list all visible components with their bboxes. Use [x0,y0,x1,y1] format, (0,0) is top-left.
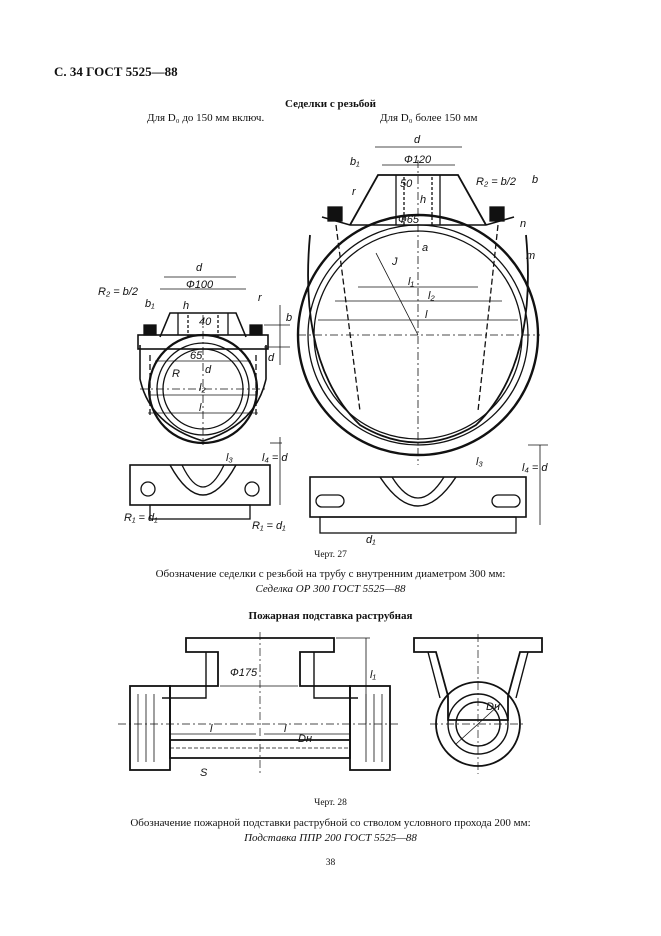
small-saddle-plan [129,437,282,520]
label-plan-l4: l₄ = d [262,452,288,464]
designation-text-hydrant: Обозначение пожарной подставки раструбно… [130,817,531,829]
label-small-d: d [196,262,203,274]
label-plan-d1: d₁ [366,534,376,545]
caption-fig28: Черт. 28 [314,798,347,808]
hydrant-front-view [118,632,400,774]
label-big-n: n [520,218,526,230]
small-saddle-view [137,276,290,445]
label-big-phi120: Ф120 [404,154,432,166]
label-big-J: J [391,256,398,268]
label-small-d2: d [205,364,212,376]
label-big-b: b [532,174,538,186]
label-hyd-l1: l₁ [370,669,376,681]
designation-text-saddle: Обозначение седелки с резьбой на трубу с… [155,568,506,580]
label-plan-l3: l₃ [226,452,233,464]
label-hyd-phi175: Ф175 [230,667,258,679]
label-big-r: r [352,186,357,198]
label-big-h: h [420,194,426,206]
label-small-l: l [199,402,202,414]
designation-example-hydrant: Подставка ППР 200 ГОСТ 5525—88 [244,832,417,844]
label-big-l2: l₂ [428,290,435,302]
label-big-l1: l₁ [408,276,414,288]
page-number: 38 [325,858,336,868]
large-saddle-view [296,146,540,465]
label-big-l: l [425,309,428,321]
label-small-b: b [286,312,292,324]
label-hyd-l-right: l [284,723,287,735]
section-title-hydrant: Пожарная подставка раструбная [248,610,413,622]
label-plan2-l3: l₃ [476,456,483,468]
label-big-r2: R₂ = b/2 [476,176,516,188]
hydrant-side-view [413,634,543,774]
caption-fig27: Черт. 27 [314,550,347,560]
label-big-m: m [526,250,535,262]
label-small-R: R [172,368,180,380]
label-plan-r1: R₁ = d₁ [124,512,158,524]
label-hyd-dh: Dн [298,733,312,745]
label-big-b1: b₁ [350,156,360,168]
large-saddle-plan [309,444,548,534]
label-hyd-s: S [200,767,208,779]
subtitle-large-diameter: Для D₀ более 150 мм [380,112,478,124]
saddle-drawing: d Ф100 R₂ = b/2 b₁ r h 40 65 d R l₂ l b … [98,134,548,545]
label-small-dd: d [268,352,275,364]
label-big-d: d [414,134,421,146]
label-plan2-r1: R₁ = d₁ [252,520,286,532]
designation-example-saddle: Седелка ОР 300 ГОСТ 5525—88 [255,583,406,595]
label-small-r: r [258,292,263,304]
label-hyd-dn: Dн [486,701,500,713]
label-small-b1: b₁ [145,298,155,310]
label-big-a: a [422,242,428,254]
label-hyd-l-left: l [210,723,213,735]
label-small-r2: R₂ = b/2 [98,286,138,298]
label-small-h: h [183,300,189,312]
label-big-phi65: Ф65 [398,214,420,226]
label-small-phi100: Ф100 [186,279,214,291]
label-small-40: 40 [199,316,212,328]
label-small-l2: l₂ [199,382,206,394]
label-big-50: 50 [400,178,413,190]
page-header: С. 34 ГОСТ 5525—88 [54,64,178,79]
section-title-saddles: Седелки с резьбой [285,98,376,110]
hydrant-stand-drawing: Ф175 l₁ l l Dн S Dн [118,632,543,779]
label-plan2-l4: l₄ = d [522,462,548,474]
label-small-65: 65 [190,350,203,362]
subtitle-small-diameter: Для D₀ до 150 мм включ. [147,112,265,124]
